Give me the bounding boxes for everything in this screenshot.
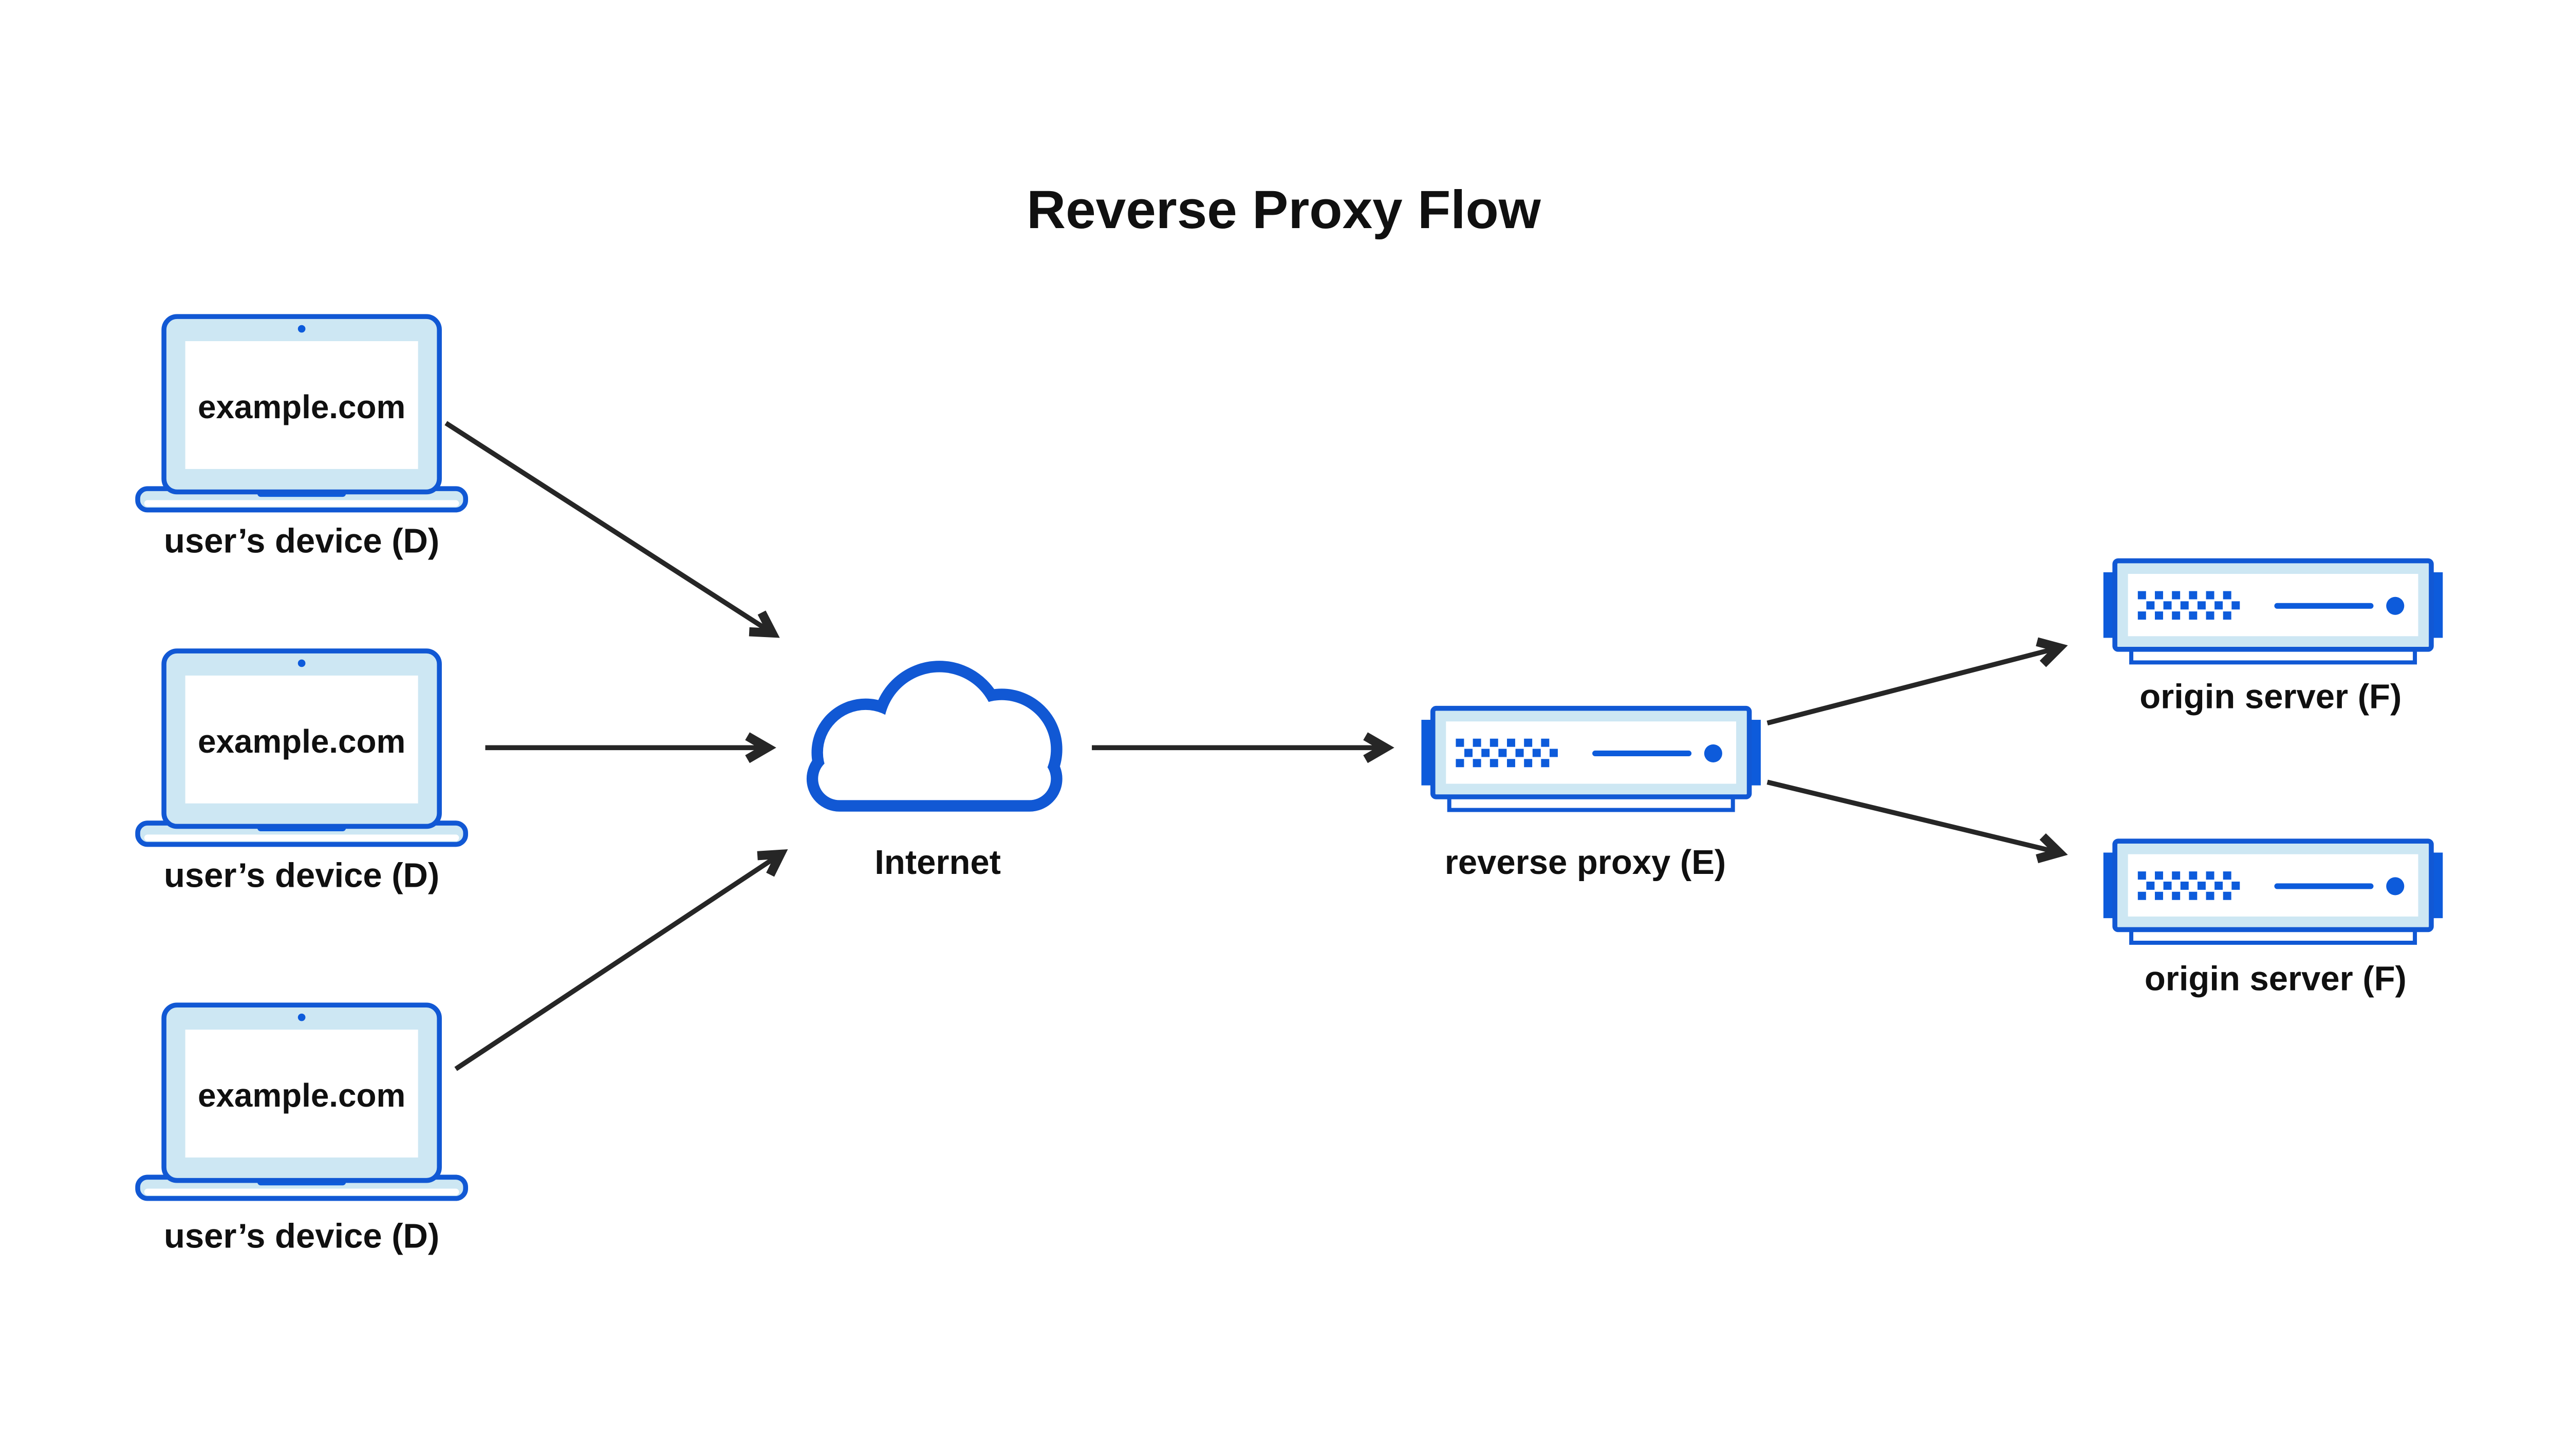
internet-label: Internet (874, 843, 1001, 882)
arrow-device1-to-internet (444, 421, 780, 638)
device-label: user’s device (D) (164, 856, 439, 895)
page-title: Reverse Proxy Flow (1027, 180, 1541, 240)
user-device-2: example.com user’s device (D) (138, 651, 466, 895)
device-screen-text: example.com (198, 1077, 405, 1114)
user-device-3: example.com user’s device (D) (138, 1005, 466, 1255)
device-screen-text: example.com (198, 723, 405, 760)
server-icon (2103, 561, 2443, 663)
cloud-icon (806, 661, 1063, 812)
device-label: user’s device (D) (164, 522, 439, 561)
server-icon (1421, 708, 1760, 810)
reverse-proxy-node: reverse proxy (E) (1421, 708, 1760, 882)
internet-node: Internet (806, 661, 1063, 882)
origin-server-label: origin server (F) (2145, 960, 2407, 998)
reverse-proxy-label: reverse proxy (E) (1445, 843, 1726, 882)
arrow-device3-to-internet (454, 849, 788, 1071)
origin-server-label: origin server (F) (2139, 678, 2402, 716)
origin-server-1: origin server (F) (2103, 561, 2443, 716)
arrow-proxy-to-origin2 (1766, 779, 2068, 864)
origin-server-2: origin server (F) (2103, 841, 2443, 998)
server-icon (2103, 841, 2443, 943)
arrow-proxy-to-origin1 (1766, 637, 2068, 726)
device-label: user’s device (D) (164, 1217, 439, 1255)
user-device-1: example.com user’s device (D) (138, 316, 466, 561)
device-screen-text: example.com (198, 388, 405, 425)
arrow-device2-to-internet (485, 732, 776, 763)
arrow-internet-to-proxy (1092, 732, 1394, 763)
